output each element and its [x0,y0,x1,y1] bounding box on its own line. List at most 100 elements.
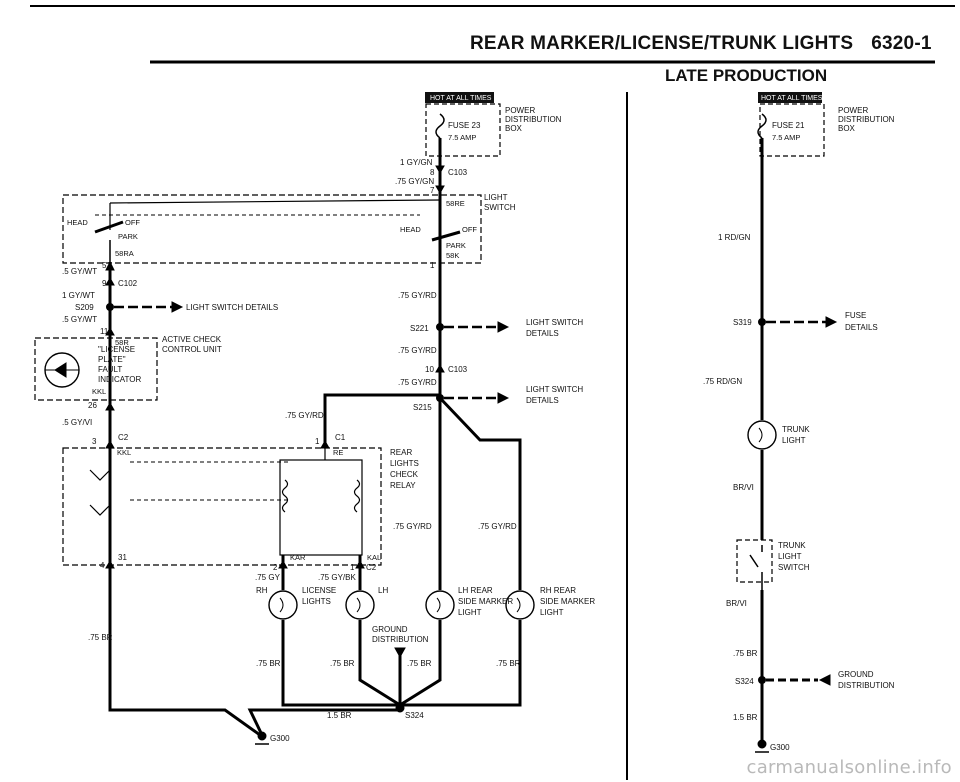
lh-label: LH [378,586,388,595]
pin-kal: KAL [367,553,381,562]
wire-to-rh-side-marker [438,396,522,590]
fault-label-2: PLATE" [98,355,126,364]
wire-5gyvi-label: .5 GY/VI [62,418,92,427]
c103-label: C103 [448,168,468,177]
relay-contact-1 [89,469,111,481]
pdb-right-1: POWER [838,106,868,115]
pdb-label-2: DISTRIBUTION [505,115,562,124]
wire-1rdgn-label: 1 RD/GN [718,233,751,242]
c102-label: C102 [118,279,138,288]
ground-right-1: GROUND [838,670,874,679]
hot-banner [425,92,494,103]
s221-label: S221 [410,324,429,333]
wire-brvi-label: BR/VI [733,483,754,492]
pin-kar: KAR [290,553,306,562]
c103b-label: C103 [448,365,468,374]
pin26-arrow [105,401,115,411]
s215-label: S215 [413,403,432,412]
wire-75gyrd-label-4: .75 GY/RD [285,411,324,420]
off-left: OFF [125,218,140,227]
pin-kkl: KKL [92,387,106,396]
pin-58k: 58K [446,251,459,260]
fault-label-4: INDICATOR [98,375,141,384]
pin26-label: 26 [88,401,97,410]
watermark: carmanualsonline.info [746,757,952,778]
s209-label: S209 [75,303,94,312]
license-light-rh-bulb [268,590,298,620]
s215-detail-arrowhead [497,392,510,404]
c102-pin9: 9 [102,279,107,288]
wire-br-license-rh [281,620,400,707]
wire-br-rh-marker [400,620,522,707]
s324-label-right: S324 [735,677,754,686]
wire-75br-label-4: .75 BR [407,659,432,668]
trunk-light-label-2: LIGHT [782,436,806,445]
wire-75gygn-label: .75 GY/GN [395,177,434,186]
head-left: HEAD [67,218,88,227]
pin11-label: 11 [100,327,109,336]
switch-contact-right [431,230,461,242]
wire-75br-label-1: .75 BR [88,633,113,642]
kal-arrow [355,559,365,569]
s209-splice [106,303,114,311]
rh-rear-label-1: RH REAR [540,586,576,595]
s319-splice [758,318,766,326]
relay-coil-left [281,479,289,513]
right-diagram [736,92,838,753]
acu-label-2: CONTROL UNIT [162,345,222,354]
switch-bus-58re [109,199,441,204]
s324-splice-right [758,676,766,684]
pdb-label-3: BOX [505,124,523,133]
wire-br-to-g300 [108,565,261,737]
relay-label-1: REAR [390,448,412,457]
park-left: PARK [118,232,138,241]
pin-58r: 58R [115,338,129,347]
late-production-heading: LATE PRODUCTION [665,66,828,85]
wire-15br-label: 1.5 BR [327,711,352,720]
s209-detail-arrowhead [171,301,184,313]
c2-arrow [105,439,115,449]
lh-rear-label-3: LIGHT [458,608,482,617]
relay-coil-right [353,479,361,513]
wire-br-license-lh [358,620,401,707]
pin5-arrow [105,260,115,271]
fuse-details-2: DETAILS [845,323,878,332]
fuse-21-amp: 7.5 AMP [772,133,800,142]
s319-label: S319 [733,318,752,327]
c2b-label: C2 [366,563,377,572]
wire-brvi2-label: BR/VI [726,599,747,608]
c103-pin10: 10 [425,365,434,374]
fault-label-3: FAULT [98,365,122,374]
fuse-21-symbol [757,113,767,139]
g300-label: G300 [270,734,290,743]
s319-detail-arrowhead [825,316,838,328]
c102-arrow [105,276,115,286]
trunk-light-bulb [747,420,777,450]
wire-75gyrd-label-2: .75 GY/RD [398,346,437,355]
ground-dist-arrowhead-right [818,674,831,686]
wire-75gyrd-label-1: .75 GY/RD [398,291,437,300]
power-distribution-box-right [759,103,825,157]
wire-5gywt2-label: .5 GY/WT [62,315,97,324]
g300-ground-point-right [757,739,767,749]
wire-1gywt-label: 1 GY/WT [62,291,95,300]
trunk-switch-label-1: TRUNK [778,541,806,550]
pin-re: RE [333,448,343,457]
wire-75br-right: .75 BR [733,649,758,658]
pin1b-label: 1 [350,563,355,572]
pin2-label: 2 [273,563,278,572]
lh-rear-label-2: SIDE MARKER [458,597,513,606]
pin11-arrow [105,326,115,336]
c1-arrow [320,439,330,449]
pin-58ra: 58RA [115,249,134,258]
trunk-switch-contact [749,545,763,590]
trunk-switch-label-2: LIGHT [778,552,802,561]
rh-side-marker-bulb [505,590,535,620]
lh-rear-label-1: LH REAR [458,586,493,595]
trunk-light-filament [758,427,763,443]
pin5-label: 5 [102,261,107,270]
wire-75gyrd-label-5: .75 GY/RD [393,522,432,531]
light-switch-box [62,194,482,264]
wire-75br-label-3: .75 BR [330,659,355,668]
